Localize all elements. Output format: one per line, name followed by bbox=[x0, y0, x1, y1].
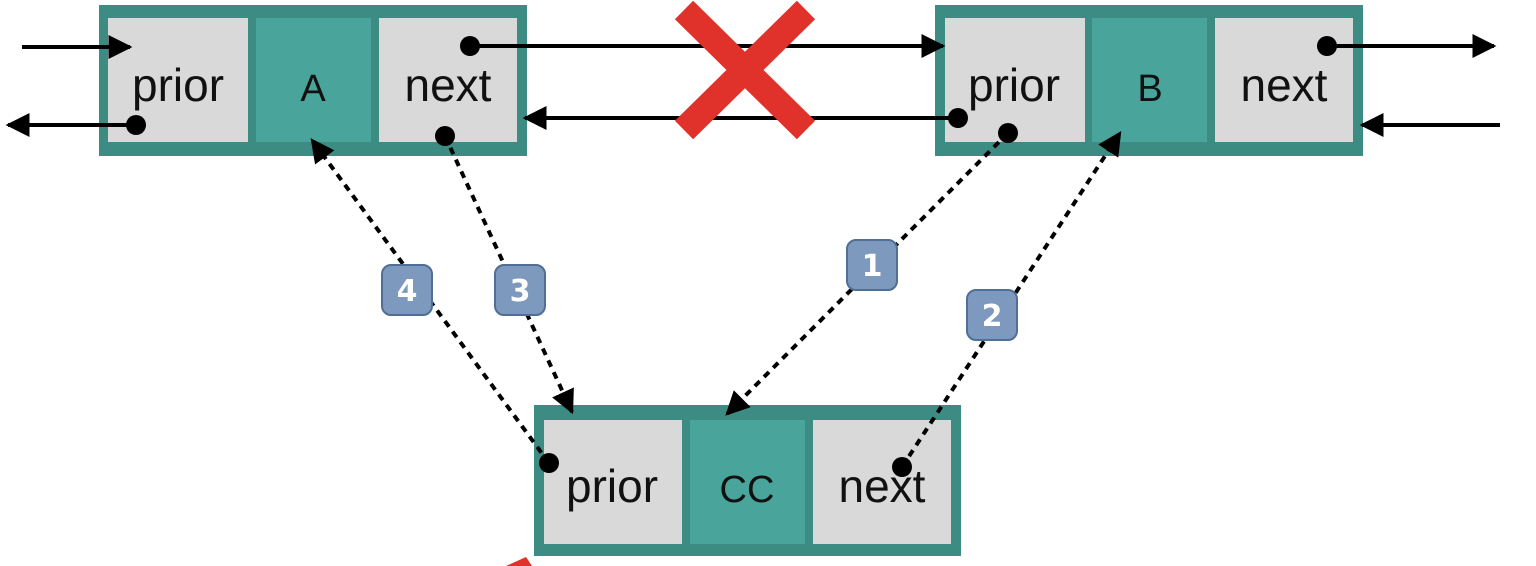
node-b-next-label: next bbox=[1241, 59, 1328, 111]
node-a-value-cell bbox=[256, 18, 371, 142]
step-badge-1: 1 bbox=[846, 239, 898, 291]
cross-icon bbox=[674, 0, 816, 140]
node-a-value-label: A bbox=[300, 68, 326, 110]
step-badge-2-label: 2 bbox=[982, 299, 1003, 334]
node-a-next-cell bbox=[379, 18, 517, 142]
step-badge-3-bg bbox=[494, 264, 546, 316]
step-badge-3: 3 bbox=[494, 264, 546, 316]
node-cc: prior CC next bbox=[534, 405, 961, 556]
step-badge-1-label: 1 bbox=[862, 249, 883, 284]
pointer-tip-shape bbox=[506, 557, 532, 566]
node-a: prior A next bbox=[99, 5, 527, 156]
node-b-value-label: B bbox=[1137, 68, 1162, 110]
step-badge-2: 2 bbox=[966, 289, 1018, 341]
node-b-prior-cell bbox=[945, 18, 1085, 142]
step-badge-4: 4 bbox=[381, 264, 433, 316]
node-cc-prior-cell bbox=[544, 420, 682, 544]
node-cc-value-label: CC bbox=[720, 469, 775, 511]
node-b-prior-label: prior bbox=[968, 59, 1060, 111]
node-cc-next-cell bbox=[813, 420, 951, 544]
step-badge-2-bg bbox=[966, 289, 1018, 341]
node-cc-value-cell bbox=[690, 420, 805, 544]
step-badge-4-bg bbox=[381, 264, 433, 316]
solid-links bbox=[5, 34, 1500, 137]
cross-stroke-2 bbox=[674, 0, 816, 140]
step-badge-4-label: 4 bbox=[397, 274, 418, 309]
step-badge-3-label: 3 bbox=[510, 274, 531, 309]
node-b-value-cell bbox=[1092, 18, 1207, 142]
node-a-next-label: next bbox=[405, 59, 492, 111]
step-3-link-a-next-to-cc bbox=[443, 135, 574, 415]
node-cc-prior-label: prior bbox=[566, 460, 658, 512]
step-badge-1-bg bbox=[846, 239, 898, 291]
node-a-prior-label: prior bbox=[132, 59, 224, 111]
node-cc-next-label: next bbox=[839, 460, 926, 512]
